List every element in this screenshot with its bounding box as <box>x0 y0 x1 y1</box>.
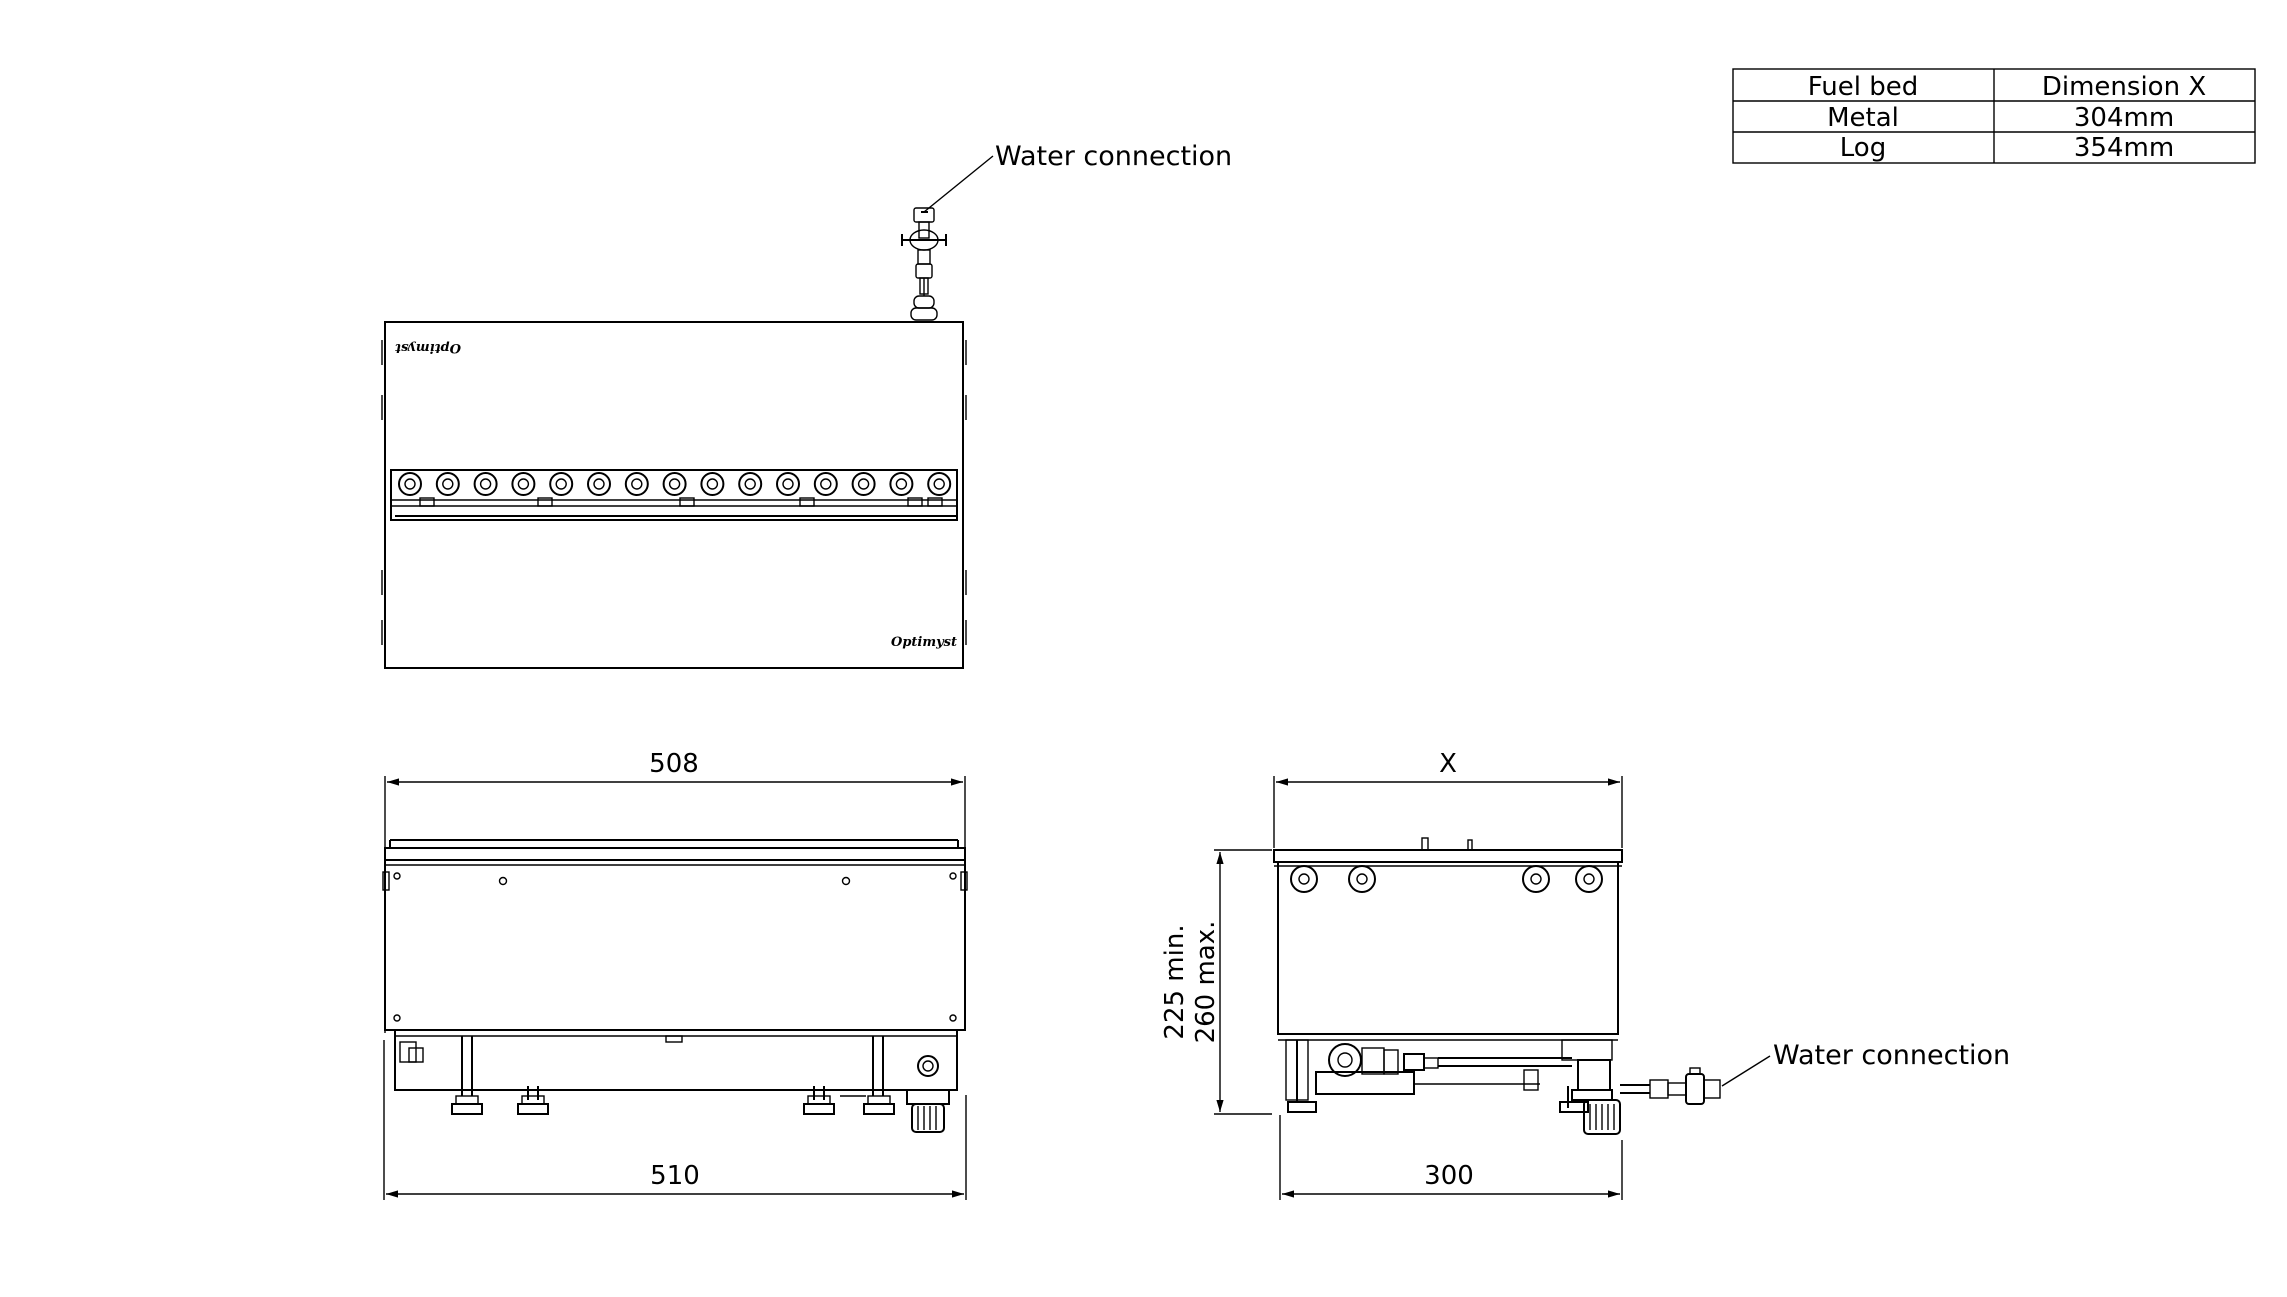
table-cell-log: Log <box>1840 133 1886 163</box>
nozzle-icon <box>549 472 574 496</box>
leader-line-top <box>923 155 994 213</box>
table-cell-metal: Metal <box>1827 103 1899 133</box>
nozzle-icon <box>511 472 536 496</box>
table-cell-metal-x: 304mm <box>2074 103 2174 133</box>
dimension-225-min: 225 min. <box>1160 924 1190 1039</box>
nozzle-row <box>398 472 952 496</box>
water-filter-icon <box>906 1089 950 1133</box>
table-header-fuel-bed: Fuel bed <box>1808 72 1919 102</box>
leader-line-side <box>1721 1055 1771 1087</box>
leg-icon <box>517 1086 549 1115</box>
nozzle-icon <box>1290 865 1318 893</box>
dimension-508: 508 <box>649 749 699 779</box>
leg-icon <box>451 1036 483 1115</box>
nozzle-icon <box>1348 865 1376 893</box>
nozzle-icon <box>889 472 914 496</box>
nozzle-icon <box>776 472 800 496</box>
leg-icon <box>803 1086 835 1115</box>
table-header-dimension-x: Dimension X <box>2042 72 2206 102</box>
logo-top-left: Optimyst <box>395 340 461 355</box>
dimension-260-max: 260 max. <box>1191 921 1221 1044</box>
water-connection-fitting-icon <box>1620 1067 1721 1105</box>
leg-icon <box>863 1036 895 1115</box>
nozzle-icon <box>398 472 422 496</box>
dimension-510: 510 <box>650 1161 700 1191</box>
nozzle-icon <box>587 472 611 496</box>
dimension-x: X <box>1439 749 1457 779</box>
side-view: X <box>1160 749 2010 1200</box>
top-view: Water connection Optimyst Optimyst <box>381 141 1232 669</box>
nozzle-icon <box>624 472 649 496</box>
nozzle-icon <box>927 472 952 496</box>
water-connection-label-side: Water connection <box>1773 1040 2010 1071</box>
nozzle-icon <box>851 472 876 496</box>
nozzle-icon <box>435 472 460 496</box>
pump-icon <box>1315 1043 1439 1095</box>
nozzle-icon <box>813 472 838 496</box>
water-connection-label-top: Water connection <box>995 141 1232 172</box>
nozzle-icon <box>473 472 498 496</box>
nozzle-icon <box>700 472 725 496</box>
spec-table: Fuel bed Dimension X Metal 304mm Log 354… <box>1732 68 2256 164</box>
nozzle-icon <box>1522 865 1550 893</box>
dimension-300: 300 <box>1424 1161 1474 1191</box>
water-filter-icon <box>1583 1099 1621 1135</box>
nozzle-icon <box>662 472 687 496</box>
nozzle-icon <box>738 472 763 496</box>
nozzle-icon <box>1575 865 1603 893</box>
water-connection-valve-icon <box>901 207 947 321</box>
table-cell-log-x: 354mm <box>2074 133 2174 163</box>
front-view: 508 <box>382 749 968 1200</box>
logo-bottom-right: Optimyst <box>891 635 957 650</box>
